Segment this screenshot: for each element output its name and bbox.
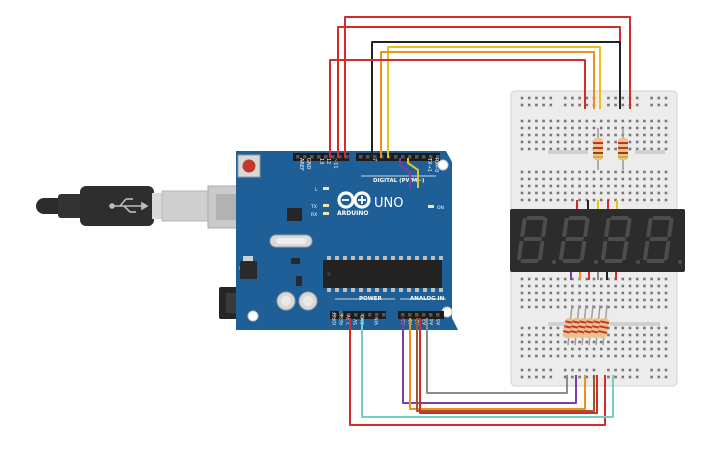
label-a3: A3	[422, 319, 428, 325]
label-tx-1: TX→1	[426, 157, 432, 172]
arduino-uno-board: AREF GND 13 12 ~11 7 TX→1 RX←0 DIGITAL (…	[236, 151, 458, 330]
crystal-oscillator	[269, 234, 313, 248]
capacitor-1	[276, 291, 296, 311]
label-led-rx: RX	[311, 212, 317, 218]
seven-segment-display	[510, 209, 685, 272]
wire-red-bottom	[349, 318, 606, 426]
label-led-l: L	[315, 187, 318, 193]
brand-arduino: ARDUINO	[337, 210, 368, 217]
wire-red-bottom-2	[419, 318, 598, 414]
wire-yellow	[387, 46, 601, 158]
label-ioref: IOREF	[332, 311, 338, 325]
wire-red-outer	[344, 16, 631, 158]
label-rx-0: RX←0	[433, 158, 439, 172]
label-analog-in: ANALOG IN	[410, 296, 445, 302]
label-pin-11: ~11	[332, 158, 338, 169]
usb-chip	[287, 208, 302, 221]
usb-icon	[109, 198, 149, 213]
small-component-2	[296, 276, 302, 286]
resistor-bottom-6	[597, 304, 610, 346]
wire-black	[371, 41, 621, 158]
label-pin-13: 13	[318, 158, 324, 164]
wire-yellow-short	[407, 158, 419, 188]
voltage-regulator	[240, 256, 257, 279]
label-vin: VIN	[374, 317, 380, 325]
display-digit-1	[517, 216, 556, 264]
onboard-leds: L TX RX ON	[310, 187, 444, 218]
label-power: POWER	[359, 296, 383, 302]
label-a4: A4	[429, 319, 435, 325]
display-digit-3	[601, 216, 640, 264]
atmega-microcontroller	[323, 256, 443, 292]
capacitor-2	[298, 291, 318, 311]
label-reset: RESET	[339, 310, 345, 325]
power-pin-header	[330, 311, 444, 319]
label-digital-pwm: DIGITAL (PWM~)	[373, 178, 425, 184]
wire-brown	[416, 318, 595, 412]
arduino-logo: ARDUINO UNO	[337, 191, 403, 217]
small-component	[291, 258, 300, 264]
label-5v: 5V	[353, 318, 359, 325]
display-digit-4	[643, 216, 682, 264]
wire-orange-bottom	[409, 318, 586, 410]
label-pin-7: 7	[371, 158, 377, 161]
label-on: ON	[437, 205, 444, 211]
wire-cyan	[361, 318, 614, 418]
label-gnd: GND	[305, 158, 311, 170]
label-led-tx: TX	[310, 204, 317, 210]
label-aref: AREF	[298, 158, 304, 171]
display-pin-stubs	[570, 200, 618, 280]
brand-uno: UNO	[374, 196, 403, 211]
wires	[329, 16, 631, 426]
resistor-top-2	[618, 128, 628, 170]
display-digit-2	[559, 216, 598, 264]
reset-button[interactable]	[237, 154, 261, 178]
label-pin-12: 12	[325, 158, 331, 164]
resistor-top-1	[593, 128, 603, 170]
digital-pin-header	[293, 153, 440, 161]
wire-red-3	[329, 59, 586, 158]
label-a5: A5	[436, 319, 442, 325]
wire-gray	[426, 318, 568, 394]
wire-orange	[380, 51, 595, 158]
wire-purple-short	[399, 158, 411, 190]
wire-purple	[402, 318, 577, 404]
resistor-array-bottom	[562, 304, 610, 346]
usb-cable	[36, 185, 247, 229]
